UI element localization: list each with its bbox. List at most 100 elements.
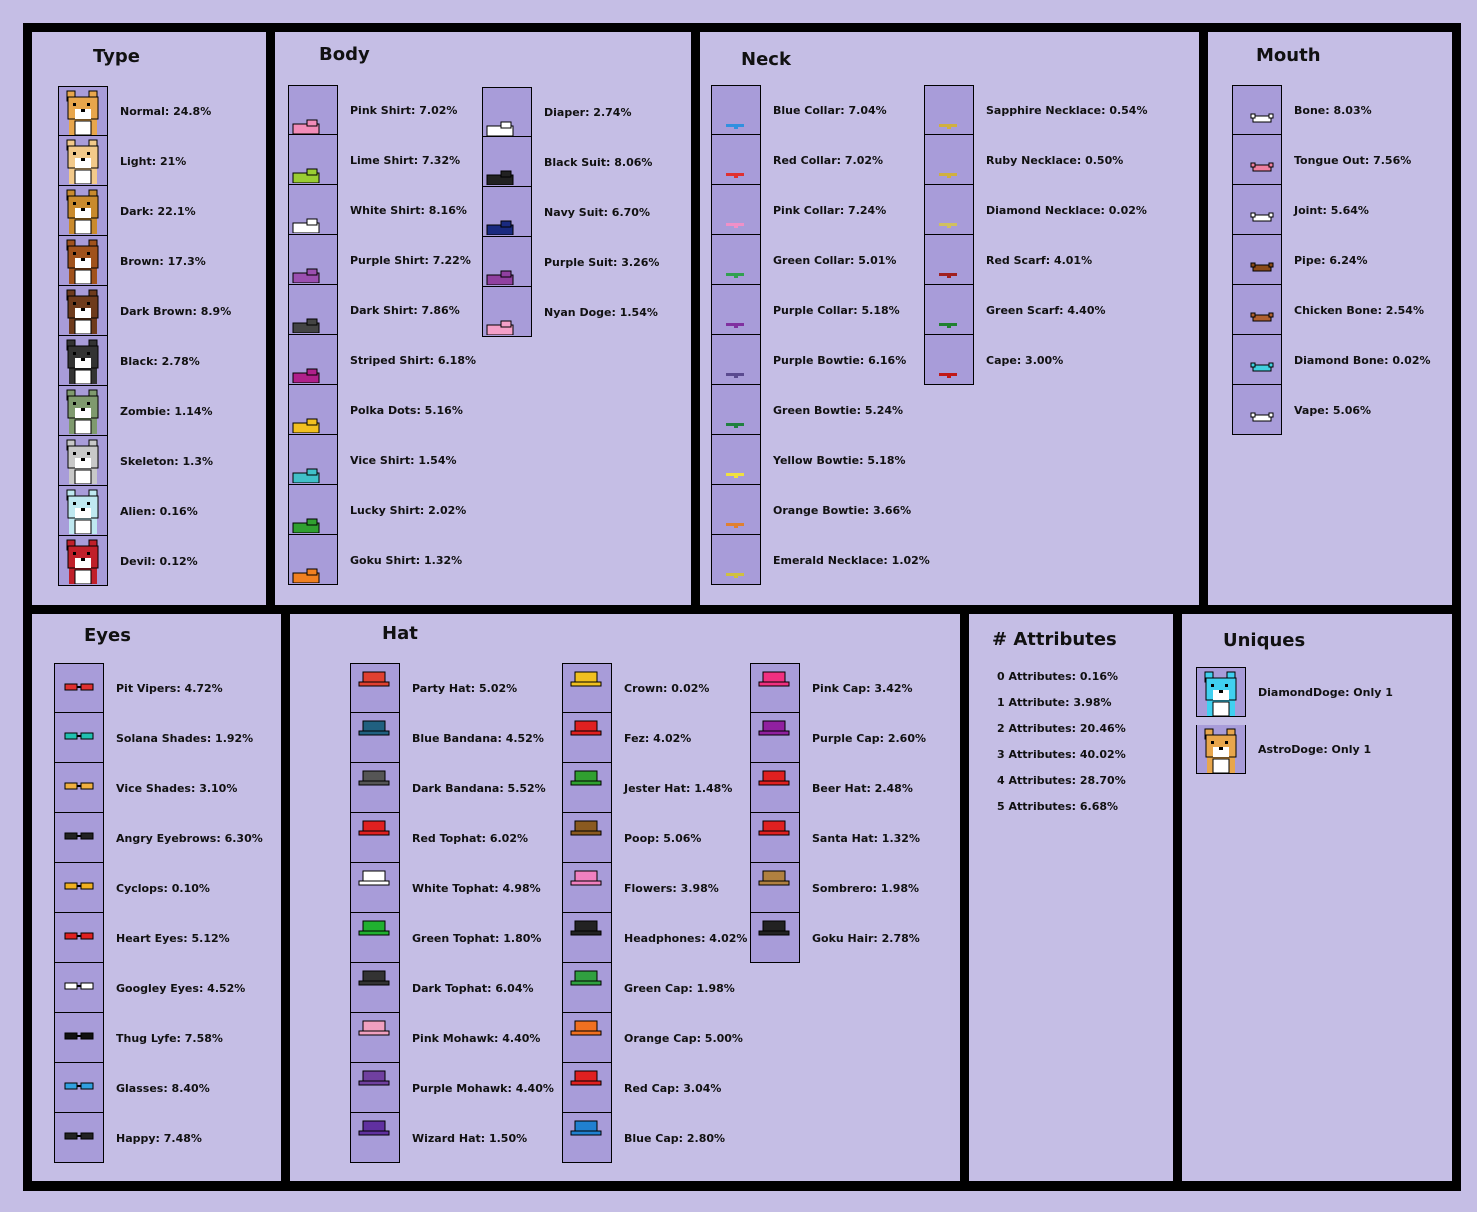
trait-label: Nyan Doge: 1.54% [544, 305, 658, 319]
trait-label: Ruby Necklace: 0.50% [986, 153, 1124, 167]
trait-label: AstroDoge: Only 1 [1258, 742, 1372, 756]
trait-item: Dark: 22.1% [58, 186, 196, 236]
trait-label: Dark Bandana: 5.52% [412, 781, 546, 795]
trait-label: Zombie: 1.14% [120, 404, 213, 418]
trait-item: Vice Shades: 3.10% [54, 763, 237, 813]
trait-label: Polka Dots: 5.16% [350, 403, 463, 417]
heart-eyes-icon [54, 913, 104, 963]
trait-label: Blue Bandana: 4.52% [412, 731, 544, 745]
trait-label: Black Suit: 8.06% [544, 155, 653, 169]
trait-item: Green Bowtie: 5.24% [711, 385, 903, 435]
headphones-icon [562, 913, 612, 963]
googley-eyes-icon [54, 963, 104, 1013]
trait-item: Orange Bowtie: 3.66% [711, 485, 911, 535]
trait-item: Joint: 5.64% [1232, 185, 1369, 235]
trait-label: Dark Brown: 8.9% [120, 304, 232, 318]
trait-label: Fez: 4.02% [624, 731, 692, 745]
nyan-doge-icon [482, 287, 532, 337]
trait-item: White Shirt: 8.16% [288, 185, 467, 235]
beer-hat-icon [750, 763, 800, 813]
trait-item: Angry Eyebrows: 6.30% [54, 813, 263, 863]
trait-label: Orange Cap: 5.00% [624, 1031, 743, 1045]
doge-brown-icon [58, 236, 108, 286]
hat-title: Hat [382, 623, 418, 644]
trait-item: AstroDoge: Only 1 [1196, 724, 1371, 774]
trait-label: Green Tophat: 1.80% [412, 931, 542, 945]
trait-label: Light: 21% [120, 154, 187, 168]
trait-item: Zombie: 1.14% [58, 386, 213, 436]
green-scarf-icon [924, 285, 974, 335]
doge-devil-icon [58, 536, 108, 586]
trait-item: Dark Bandana: 5.52% [350, 763, 546, 813]
trait-label: Jester Hat: 1.48% [624, 781, 733, 795]
blue-bandana-icon [350, 713, 400, 763]
eyes-panel: Eyes Pit Vipers: 4.72%Solana Shades: 1.9… [32, 614, 281, 1181]
trait-item: Vape: 5.06% [1232, 385, 1371, 435]
trait-label: Pit Vipers: 4.72% [116, 681, 223, 695]
trait-item: Light: 21% [58, 136, 186, 186]
trait-label: Crown: 0.02% [624, 681, 710, 695]
trait-item: Black: 2.78% [58, 336, 200, 386]
polka-dots-icon [288, 385, 338, 435]
chicken-bone-icon [1232, 285, 1282, 335]
trait-item: Green Collar: 5.01% [711, 235, 896, 285]
doge-dark-icon [58, 186, 108, 236]
trait-label: Bone: 8.03% [1294, 103, 1372, 117]
goku-hair-icon [750, 913, 800, 963]
attributes-title: # Attributes [992, 629, 1117, 650]
trait-label: Red Collar: 7.02% [773, 153, 884, 167]
trait-item: Lucky Shirt: 2.02% [288, 485, 466, 535]
doge-alien-icon [58, 486, 108, 536]
trait-label: Orange Bowtie: 3.66% [773, 503, 912, 517]
trait-item: Cyclops: 0.10% [54, 863, 210, 913]
trait-label: Angry Eyebrows: 6.30% [116, 831, 263, 845]
trait-item: Heart Eyes: 5.12% [54, 913, 230, 963]
trait-item: White Tophat: 4.98% [350, 863, 541, 913]
trait-item: Tongue Out: 7.56% [1232, 135, 1411, 185]
trait-item: Purple Collar: 5.18% [711, 285, 900, 335]
purple-collar-icon [711, 285, 761, 335]
trait-item: Polka Dots: 5.16% [288, 385, 463, 435]
dark-tophat-icon [350, 963, 400, 1013]
trait-item: Googley Eyes: 4.52% [54, 963, 245, 1013]
trait-label: Joint: 5.64% [1294, 203, 1369, 217]
trait-item: Chicken Bone: 2.54% [1232, 285, 1424, 335]
attribute-count-4: 4 Attributes: 28.70% [997, 774, 1126, 787]
trait-label: Beer Hat: 2.48% [812, 781, 913, 795]
trait-item: Crown: 0.02% [562, 663, 709, 713]
trait-item: Fez: 4.02% [562, 713, 691, 763]
trait-label: Purple Mohawk: 4.40% [412, 1081, 554, 1095]
vape-icon [1232, 385, 1282, 435]
trait-label: Sombrero: 1.98% [812, 881, 920, 895]
diaper-icon [482, 87, 532, 137]
trait-item: Sombrero: 1.98% [750, 863, 919, 913]
trait-item: Purple Cap: 2.60% [750, 713, 926, 763]
trait-label: Lime Shirt: 7.32% [350, 153, 461, 167]
trait-item: Poop: 5.06% [562, 813, 701, 863]
joint-icon [1232, 185, 1282, 235]
trait-label: Alien: 0.16% [120, 504, 198, 518]
trait-item: Dark Tophat: 6.04% [350, 963, 534, 1013]
attributes-panel: # Attributes 0 Attributes: 0.16% 1 Attri… [969, 614, 1173, 1181]
trait-label: Wizard Hat: 1.50% [412, 1131, 528, 1145]
trait-label: Blue Cap: 2.80% [624, 1131, 726, 1145]
green-collar-icon [711, 235, 761, 285]
trait-item: Purple Suit: 3.26% [482, 237, 659, 287]
lucky-shirt-icon [288, 485, 338, 535]
red-cap-icon [562, 1063, 612, 1113]
cape-icon [924, 335, 974, 385]
diamond-necklace-icon [924, 185, 974, 235]
red-collar-icon [711, 135, 761, 185]
green-bowtie-icon [711, 385, 761, 435]
trait-item: Red Scarf: 4.01% [924, 235, 1092, 285]
trait-label: Red Tophat: 6.02% [412, 831, 529, 845]
trait-item: Headphones: 4.02% [562, 913, 747, 963]
trait-label: Striped Shirt: 6.18% [350, 353, 477, 367]
happy-eyes-icon [54, 1113, 104, 1163]
trait-item: Dark Brown: 8.9% [58, 286, 231, 336]
trait-item: Devil: 0.12% [58, 536, 198, 586]
trait-label: Chicken Bone: 2.54% [1294, 303, 1424, 317]
trait-item: Jester Hat: 1.48% [562, 763, 732, 813]
body-panel: Body Pink Shirt: 7.02%Lime Shirt: 7.32%W… [275, 32, 691, 605]
